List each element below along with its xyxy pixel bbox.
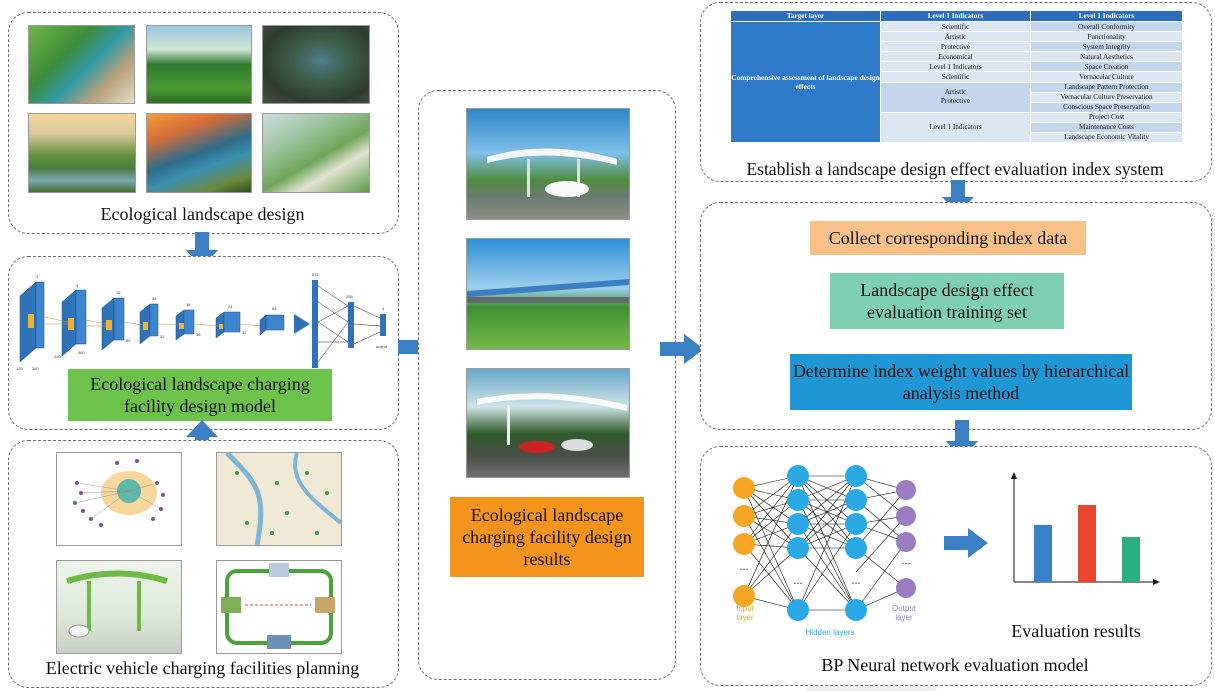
level1-cell-text: Artistic xyxy=(944,88,967,97)
level1-cell: Economical xyxy=(880,51,1031,63)
cnn-number: 24 xyxy=(228,304,233,309)
evaluation-index-caption: Establish a landscape design effect eval… xyxy=(746,159,1164,179)
hidden-layers-label: Hidden layers xyxy=(805,628,855,637)
cnn-number: 120 xyxy=(54,354,61,359)
level2-cell: Project Cost xyxy=(1030,111,1183,123)
target-layer-cell: Comprehensive assessment of landscape de… xyxy=(730,21,881,143)
level1-cell: Artistic Protective xyxy=(880,81,1031,113)
table-header: Target layer xyxy=(730,9,881,23)
y-axis-arrow-icon xyxy=(1011,472,1017,479)
table-row: Level 1 Indicators Project Cost xyxy=(731,111,1183,144)
cnn-number: output xyxy=(376,344,388,349)
charging-flow-diagram-image xyxy=(216,560,342,654)
design-results-label: Ecological landscape charging facility d… xyxy=(450,497,644,577)
evaluation-results-chart xyxy=(1011,472,1160,585)
cnn-number: 512 xyxy=(312,272,319,277)
ellipsis-text: ... xyxy=(739,561,748,573)
level2-cell: Landscape Economic Vitality xyxy=(1030,131,1183,144)
level2-cell: Conscious Space Preservation xyxy=(1030,101,1183,113)
charging-canopy-photo-3 xyxy=(466,368,630,478)
landscape-photo-garden-path xyxy=(262,113,370,193)
evaluation-index-table: Target layer Level 1 Indicators Level 1 … xyxy=(730,9,1183,144)
level1-cell: Scientific xyxy=(880,21,1031,33)
cnn-number: 36 xyxy=(196,332,201,337)
level1-cell: Protective xyxy=(880,41,1031,53)
table-header-row: Target layer Level 1 Indicators Level 1 … xyxy=(730,9,1183,23)
level2-cell: Vernacular Culture xyxy=(1030,71,1183,83)
level2-cell: Natural Aesthetics xyxy=(1030,51,1183,63)
landscape-design-caption: Ecological landscape design xyxy=(100,204,305,224)
charging-network-graph-image xyxy=(56,452,182,546)
cnn-number: 360 xyxy=(78,350,85,355)
level1-cell: Level 1 Indicators xyxy=(880,61,1031,73)
level1-cell: Scientific xyxy=(880,71,1031,83)
cnn-number: 64 xyxy=(272,306,277,311)
table-row: Comprehensive assessment of landscape de… xyxy=(730,21,1183,143)
cnn-number: 4 xyxy=(382,306,385,311)
level1-cell: Level 1 Indicators xyxy=(880,111,1031,144)
arrow-right-icon xyxy=(944,528,988,558)
input-layer-label: Input layer xyxy=(736,604,754,622)
training-set-step: Landscape design effect evaluation train… xyxy=(830,273,1064,329)
cnn-number: 16 xyxy=(116,290,121,295)
ellipsis-text: ... xyxy=(851,575,860,587)
level1-cell-text: Protective xyxy=(940,97,971,106)
table-header: Level 1 Indicators xyxy=(1030,9,1183,23)
bp-model-caption: BP Neural network evaluation model xyxy=(821,655,1089,675)
cnn-number: 3 xyxy=(76,283,79,288)
cnn-architecture-diagram: 120 360 3 3 120 360 16 60 36 32 16 36 24… xyxy=(16,272,388,371)
cnn-number: 32 xyxy=(160,334,165,339)
evaluation-results-label: Evaluation results xyxy=(1011,621,1141,641)
level2-cell: Space Creation xyxy=(1030,61,1183,73)
ellipsis-text: ... xyxy=(793,575,802,587)
charging-canopy-photo-2 xyxy=(466,238,630,350)
landscape-photo-aerial-park xyxy=(28,25,135,104)
level2-cell: Functionality xyxy=(1030,31,1183,43)
output-layer-label: Output layer xyxy=(891,604,916,622)
charging-station-render-image xyxy=(56,560,182,654)
charging-map-image xyxy=(216,452,342,546)
level2-cell: Overall Conformity xyxy=(1030,21,1183,33)
level2-cell: System Integrity xyxy=(1030,41,1183,53)
cnn-number: 3 xyxy=(36,274,39,279)
landscape-photo-lawn xyxy=(146,25,252,104)
landscape-photo-satellite-lake xyxy=(262,25,370,104)
arrow-right-icon xyxy=(660,334,704,364)
cnn-number: 360 xyxy=(32,366,39,371)
level1-cell: Artistic xyxy=(880,31,1031,43)
level2-cell: Landscape Pattern Protection xyxy=(1030,81,1183,93)
result-bar xyxy=(1078,505,1096,582)
cnn-number: 16 xyxy=(186,302,191,307)
weight-values-step: Determine index weight values by hierarc… xyxy=(790,354,1132,410)
cnn-number: 60 xyxy=(126,338,131,343)
result-bar xyxy=(1122,537,1140,582)
cnn-number: 120 xyxy=(16,366,23,371)
arrow-up-icon xyxy=(186,420,218,454)
x-axis-arrow-icon xyxy=(1153,579,1160,585)
design-model-label: Ecological landscape charging facility d… xyxy=(68,369,332,421)
collect-data-step: Collect corresponding index data xyxy=(810,221,1086,255)
level2-cell: Vernacular Culture Preservation xyxy=(1030,91,1183,103)
ellipsis-text: ... xyxy=(901,555,910,567)
cnn-number: 32 xyxy=(242,330,247,335)
landscape-photo-pond xyxy=(28,113,136,193)
neural-network-diagram: ... ... ... ... xyxy=(733,465,916,621)
cnn-number: 36 xyxy=(152,296,157,301)
table-header: Level 1 Indicators xyxy=(880,9,1031,23)
cnn-number: 256 xyxy=(346,294,353,299)
table-row: Landscape Economic Vitality xyxy=(731,131,1183,144)
charging-planning-caption: Electric vehicle charging facilities pla… xyxy=(45,658,360,678)
level2-cell: Maintenance Costs xyxy=(1030,121,1183,133)
result-bar xyxy=(1034,525,1052,582)
charging-canopy-photo-1 xyxy=(466,108,630,220)
landscape-photo-river-sunset xyxy=(146,113,252,193)
